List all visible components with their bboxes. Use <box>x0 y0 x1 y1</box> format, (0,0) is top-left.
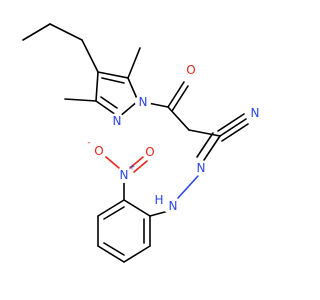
bond-n-nh <box>177 175 199 199</box>
bond-propyl-1 <box>22 23 51 41</box>
bond-ring-c4-c5-inner <box>101 77 125 84</box>
atom-o-nitro-single: O - <box>87 138 107 159</box>
atom-n-nitro-charge: + <box>129 163 136 172</box>
atom-n-nitrile-label: N <box>251 106 260 120</box>
bond-methyl-c3 <box>64 98 97 102</box>
atom-n-nitro-label: N <box>120 168 129 182</box>
atom-n-imine-label: N <box>197 161 206 175</box>
bond-c-n-imine-2 <box>196 132 214 158</box>
bond-ring-n2-c3-inner <box>100 96 118 109</box>
atom-o-nitro-charge: - <box>87 138 90 148</box>
bond-nitrile-3 <box>221 123 249 142</box>
bond-methyl-c5 <box>127 47 141 79</box>
atom-n-pyrazole-1: N <box>135 94 151 110</box>
bond-ring-c5-n1 <box>127 77 139 102</box>
bond-nitrile-1 <box>219 118 247 137</box>
bond-nitro-o-single <box>105 156 120 169</box>
bond-benzene-inner-1 <box>103 206 125 220</box>
atom-n-pyrazole-2-label: N <box>113 114 122 128</box>
bond-ring-n1-n2 <box>118 100 139 118</box>
bond-ring-c3-c4 <box>95 71 99 102</box>
molecule-structure-diagram: O N N N N H N N + O - <box>22 23 263 263</box>
bond-propyl-3 <box>81 39 99 73</box>
atom-o-nitro-single-label: O <box>94 144 103 158</box>
bond-carbonyl-o-inner <box>171 85 189 112</box>
bond-nitrile-2 <box>217 113 245 132</box>
bond-ring-c4-c5 <box>97 71 129 79</box>
atom-n-pyrazole-2: N <box>109 113 125 129</box>
atom-n-imine: N <box>193 160 209 176</box>
atom-o-carbonyl: O <box>183 62 199 78</box>
bond-benzene-inner-2 <box>103 242 125 256</box>
atom-o-nitro-double-label: O <box>145 145 154 159</box>
bond-carbonyl-ch2 <box>167 106 190 131</box>
atom-o-carbonyl-label: O <box>186 63 195 77</box>
bond-ch2-c <box>188 129 221 137</box>
bond-nitro-o-double-2 <box>133 160 148 173</box>
bonds <box>22 23 249 263</box>
bond-propyl-2 <box>49 23 83 41</box>
atom-o-nitro-double: O <box>142 144 158 160</box>
bond-benzene-5 <box>123 245 151 263</box>
atom-n-pyrazole-1-label: N <box>139 95 148 109</box>
atom-n-nitrile: N <box>247 105 263 121</box>
bond-c-n-imine-1 <box>201 135 221 164</box>
bond-benzene-1 <box>123 199 151 217</box>
atom-n-nitro: N + <box>116 163 136 183</box>
bond-nitro-o-double-1 <box>129 156 144 169</box>
bond-carbonyl-o <box>167 81 185 108</box>
atom-labels: O N N N N H N N + O - <box>87 62 263 213</box>
atom-nh-hydrazone: H N <box>154 193 179 213</box>
bond-benzene-4 <box>97 245 125 263</box>
atom-h-hydrazone-label: H <box>154 193 163 207</box>
bond-benzene-2 <box>97 199 125 217</box>
atom-nh-hydrazone-label: N <box>169 199 178 213</box>
